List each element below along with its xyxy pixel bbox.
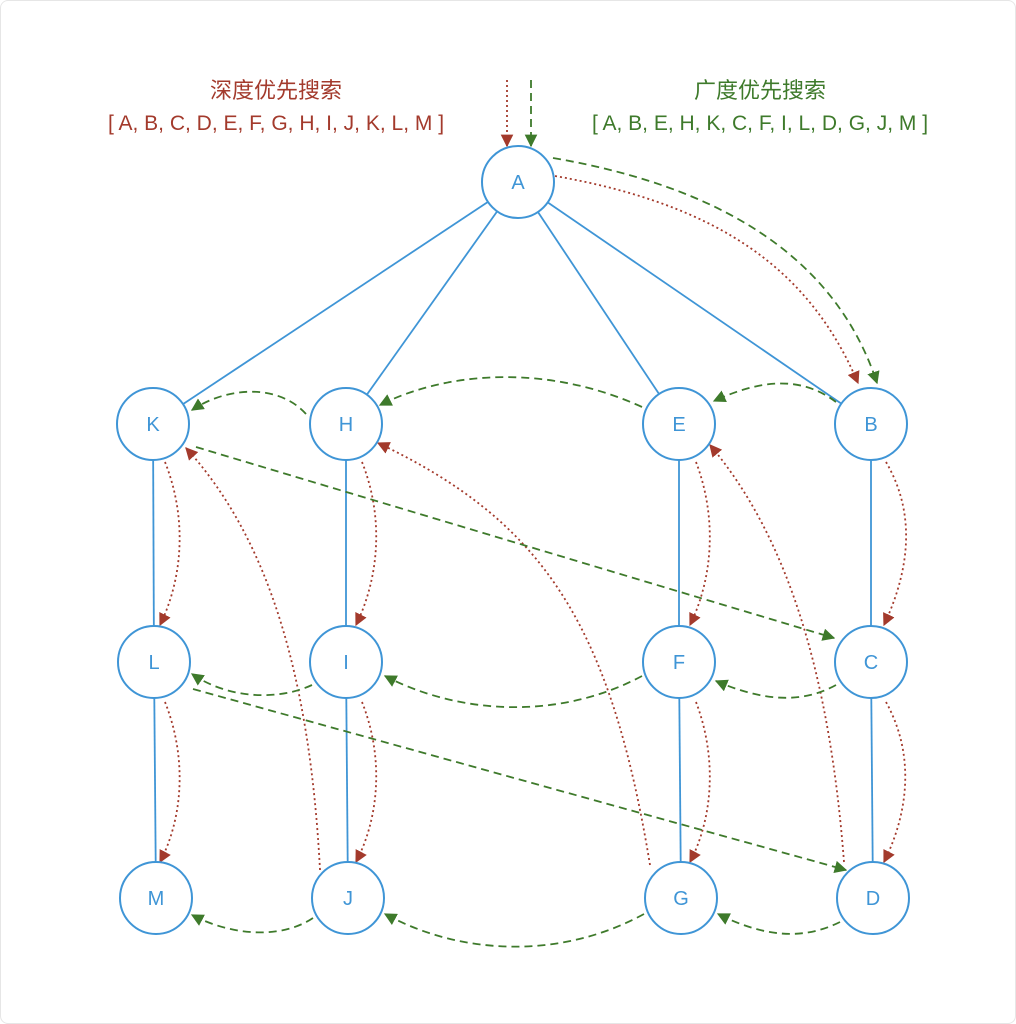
node-f: F <box>642 625 716 699</box>
node-circle <box>642 387 716 461</box>
node-label: A <box>511 172 525 194</box>
bfs-sequence: [ A, B, E, H, K, C, F, I, L, D, G, J, M … <box>592 112 928 135</box>
node-label: E <box>672 414 685 436</box>
dfs-arrow-g-h <box>376 442 651 866</box>
node-l: L <box>117 625 191 699</box>
dfs-arrow-h-i <box>355 461 378 627</box>
bfs-arrow-a-b <box>552 157 880 385</box>
bfs-arrow-e-h <box>378 376 643 408</box>
node-label: H <box>339 414 353 436</box>
node-label: L <box>148 652 159 674</box>
node-label: B <box>864 414 877 436</box>
node-circle <box>642 625 716 699</box>
bfs-arrows <box>190 80 880 948</box>
bfs-title: 广度优先搜索 <box>694 78 826 103</box>
node-d: D <box>836 861 910 935</box>
tree-edge-i-j <box>345 697 349 863</box>
bfs-arrow-f-i <box>383 675 643 709</box>
tree-edge-c-d <box>870 697 874 863</box>
bfs-arrow-h-k <box>190 390 307 415</box>
dfs-arrow-j-k <box>185 447 321 871</box>
node-circle <box>311 861 385 935</box>
tree-edge-k-l <box>152 459 155 627</box>
dfs-arrow-b-c <box>883 461 907 627</box>
node-j: J <box>311 861 385 935</box>
bfs-arrow-i-l <box>190 673 313 697</box>
dfs-arrow-k-l <box>159 461 181 627</box>
node-a: A <box>481 145 555 219</box>
node-label: I <box>343 652 349 674</box>
node-e: E <box>642 387 716 461</box>
node-label: J <box>343 888 353 910</box>
tree-edge-a-e <box>537 211 660 395</box>
tree-edges <box>152 201 874 863</box>
dfs-arrow-i-j <box>355 701 378 864</box>
tree-edge-f-g <box>678 697 682 863</box>
node-label: M <box>148 888 165 910</box>
node-c: C <box>834 625 908 699</box>
node-label: K <box>146 414 160 436</box>
node-circle <box>644 861 718 935</box>
node-b: B <box>834 387 908 461</box>
tree-edge-a-k <box>182 201 489 405</box>
tree-nodes: A K H E B L I F C M J G D <box>116 145 910 935</box>
node-circle <box>834 625 908 699</box>
node-circle <box>309 625 383 699</box>
node-label: D <box>866 888 880 910</box>
node-circle <box>119 861 193 935</box>
tree-edge-l-m <box>153 697 157 863</box>
bfs-arrow-l-d <box>192 688 848 874</box>
node-i: I <box>309 625 383 699</box>
node-label: G <box>673 888 689 910</box>
node-circle <box>834 387 908 461</box>
bfs-arrow-d-g <box>716 913 841 935</box>
dfs-arrow-f-g <box>689 701 711 864</box>
node-circle <box>116 387 190 461</box>
node-label: F <box>673 652 685 674</box>
bfs-arrow-j-m <box>190 914 314 934</box>
tree-edge-a-b <box>547 201 842 405</box>
dfs-arrow-l-m <box>159 701 181 864</box>
node-circle <box>481 145 555 219</box>
node-h: H <box>309 387 383 461</box>
dfs-arrow-d-e <box>709 444 845 863</box>
node-g: G <box>644 861 718 935</box>
bfs-arrow-k-c <box>195 446 836 641</box>
bfs-arrow-c-f <box>714 679 837 699</box>
bfs-arrow-g-j <box>383 913 645 948</box>
dfs-arrows <box>159 80 907 871</box>
node-m: M <box>119 861 193 935</box>
dfs-title: 深度优先搜索 <box>210 78 342 103</box>
node-circle <box>836 861 910 935</box>
dfs-arrow-c-d <box>883 701 907 864</box>
tree-edge-a-h <box>366 210 498 396</box>
bfs-arrow-b-e <box>712 382 837 403</box>
dfs-sequence: [ A, B, C, D, E, F, G, H, I, J, K, L, M … <box>108 112 444 135</box>
node-label: C <box>864 652 878 674</box>
dfs-arrow-a-b <box>554 175 860 385</box>
node-k: K <box>116 387 190 461</box>
node-circle <box>309 387 383 461</box>
node-circle <box>117 625 191 699</box>
dfs-arrow-e-f <box>689 461 711 627</box>
